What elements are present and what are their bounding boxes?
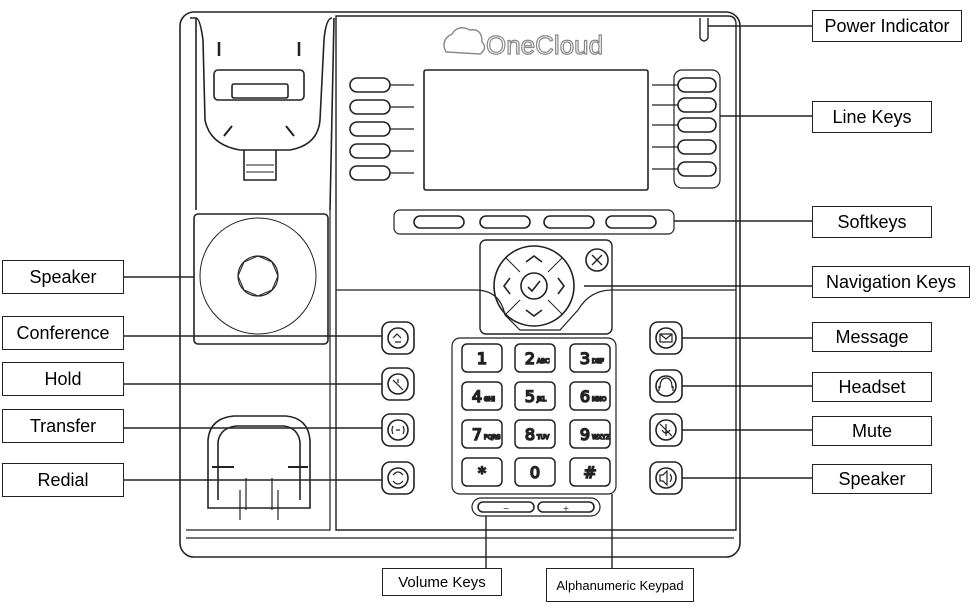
brand-logo: OneCloud <box>486 30 603 60</box>
keypad-key-label: 2 <box>525 349 535 368</box>
keypad-key-star: * <box>461 457 503 487</box>
keypad-key-letters: PQRS <box>484 434 501 441</box>
volume-up-label: + <box>563 504 570 513</box>
handset-hook <box>190 17 335 211</box>
power-led <box>699 18 709 42</box>
speaker-grille <box>193 213 329 345</box>
callout-hold: Hold <box>2 362 124 396</box>
left-line-keys <box>349 77 414 181</box>
callout-line-keys: Line Keys <box>812 101 932 133</box>
keypad-key-label: 9 <box>580 425 590 444</box>
message-icon <box>659 333 673 343</box>
keypad-key-letters: JKL <box>536 396 547 403</box>
keypad-key-0: 0 <box>514 457 556 487</box>
callout-headset: Headset <box>812 372 932 402</box>
keypad-key-label: 6 <box>580 387 590 406</box>
keypad-key-label: # <box>583 463 596 482</box>
callout-softkeys: Softkeys <box>812 206 932 238</box>
right-line-keys <box>652 69 721 189</box>
keypad-key-letters: MNO <box>592 396 607 403</box>
volume-keys <box>471 497 601 517</box>
left-function-keys <box>381 321 415 495</box>
keypad-key-hash: # <box>569 457 611 487</box>
callout-conference: Conference <box>2 316 124 350</box>
keypad-key-label: 8 <box>525 425 535 444</box>
keypad-key-letters: GHI <box>484 396 495 403</box>
keypad-key-letters: WXYZ <box>592 434 610 441</box>
keypad-key-label: * <box>478 463 486 482</box>
keypad-frame <box>451 337 617 495</box>
face-panel <box>335 15 737 531</box>
transfer-icon <box>391 425 405 435</box>
handset-rest <box>186 210 331 531</box>
headset-icon <box>658 377 674 391</box>
callout-transfer: Transfer <box>2 409 124 443</box>
keypad-key-letters: ABC <box>537 358 549 365</box>
navigation-cluster <box>479 239 613 335</box>
leader-lines <box>124 25 812 568</box>
mute-icon <box>659 423 673 437</box>
keypad-key-label: 4 <box>472 387 482 406</box>
right-function-keys <box>649 321 683 495</box>
callout-speaker-left: Speaker <box>2 260 124 294</box>
callout-alphanumeric-keypad: Alphanumeric Keypad <box>546 568 694 602</box>
redial-icon <box>392 471 404 485</box>
phone-body <box>179 11 741 558</box>
keypad-key-label: 0 <box>530 463 540 482</box>
keypad-key-label: 1 <box>477 349 487 368</box>
hold-icon <box>392 379 404 391</box>
keypad-key-label: 5 <box>525 387 535 406</box>
keypad-key-letters: TUV <box>536 434 550 441</box>
callout-navigation-keys: Navigation Keys <box>812 266 970 298</box>
callout-redial: Redial <box>2 463 124 497</box>
callout-message: Message <box>812 322 932 352</box>
callout-mute: Mute <box>812 416 932 446</box>
volume-down-label: − <box>503 504 510 513</box>
keypad-key-label: 7 <box>472 425 482 444</box>
softkeys-row <box>393 209 675 235</box>
keypad-key-1: 1 <box>461 343 503 373</box>
conference-icon <box>392 333 402 343</box>
lcd-screen <box>423 69 649 191</box>
callout-speaker-right: Speaker <box>812 464 932 494</box>
keypad-key-label: 3 <box>580 349 590 368</box>
logo-cloud-icon <box>443 27 486 55</box>
speaker-key-icon <box>659 469 673 487</box>
callout-power-indicator: Power Indicator <box>812 10 962 42</box>
callout-volume-keys: Volume Keys <box>382 568 502 596</box>
keypad-key-letters: DEF <box>592 358 604 365</box>
